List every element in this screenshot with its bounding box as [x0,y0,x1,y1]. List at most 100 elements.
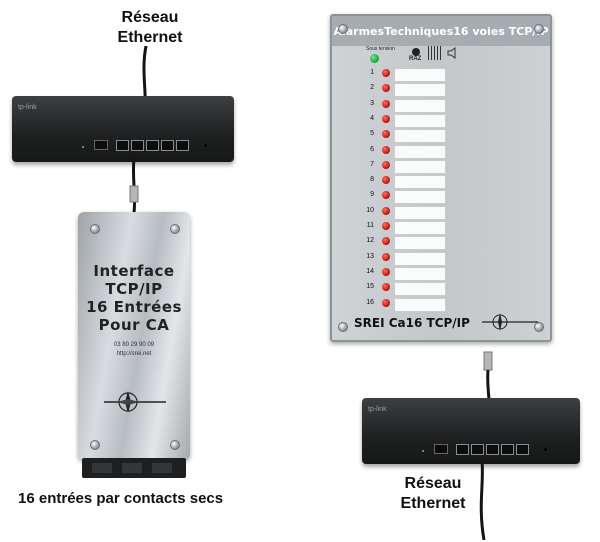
screw [90,224,100,234]
alarm-label-slot [394,175,446,189]
router-port [486,444,499,455]
alarm-led [382,253,390,261]
alarm-label-slot [394,160,446,174]
interface-title-line: TCP/IP [105,280,163,298]
bottom-network-label: Réseau Ethernet [400,475,466,512]
alarm-led [382,299,390,307]
alarm-label-slot [394,252,446,266]
alarm-led [382,207,390,215]
router-port [471,444,484,455]
alarm-label-slot [394,190,446,204]
alarm-label-slot [394,129,446,143]
screw [170,440,180,450]
screw [534,322,544,332]
screw [338,322,348,332]
screw [170,224,180,234]
alarm-channel-number: 8 [370,176,374,183]
screw [90,440,100,450]
alarm-channel-number: 2 [370,84,374,91]
alarm-label-slot [394,68,446,82]
router-port [516,444,529,455]
alarm-channel-number: 13 [366,253,374,260]
sfp-port [434,444,448,454]
alarm-channel-number: 10 [366,207,374,214]
alarm-led [382,84,390,92]
alarm-channel-number: 16 [366,299,374,306]
alarm-led [382,115,390,123]
alarm-led [382,161,390,169]
terminal-block [152,463,172,473]
alarm-label-slot [394,114,446,128]
interface-base [82,458,186,478]
alarm-panel-footer: SREI Ca16 TCP/IP [354,316,470,330]
interface-phone: 03 80 29 90 09 [113,342,155,348]
inputs-caption: 16 entrées par contacts secs [18,490,224,507]
router-port [131,140,144,151]
alarm-channel-number: 4 [370,115,374,122]
status-led [422,450,424,452]
power-label: Sous tension [366,46,395,52]
reset-label: RAZ [409,56,422,62]
alarm-led [382,146,390,154]
router-port [146,140,159,151]
status-led [82,146,84,148]
interface-title-line: Interface [93,262,175,280]
buzzer-grille-icon [428,46,442,60]
alarm-channel-number: 14 [366,268,374,275]
top-router: tp-link [12,96,234,162]
alarm-led [382,130,390,138]
alarm-led [382,283,390,291]
speaker-icon [447,47,456,59]
alarm-channel-number: 11 [366,222,374,229]
alarm-label-slot [394,206,446,220]
power-led [370,54,379,63]
compass-logo-icon [104,391,166,413]
interface-title-line: Pour CA [98,316,170,334]
alarm-panel-title: AlarmesTechniques16 voies TCP/IP [333,25,549,38]
alarm-channel-number: 9 [370,191,374,198]
sfp-port [94,140,108,150]
alarm-label-slot [394,298,446,312]
bottom-network-cable [479,460,486,540]
alarm-channel-number: 15 [366,283,374,290]
terminal-block [122,463,142,473]
alarm-channel-number: 1 [370,69,374,76]
alarm-label-slot [394,236,446,250]
alarm-led [382,237,390,245]
interface-title-line: 16 Entrées [86,298,182,316]
alarm-led [382,176,390,184]
router-port [116,140,129,151]
alarm-channel-number: 7 [370,161,374,168]
link-cable-left [129,158,139,214]
alarm-label-slot [394,282,446,296]
alarm-led [382,191,390,199]
screw [534,24,544,34]
router-port [501,444,514,455]
alarm-label-slot [394,267,446,281]
bottom-router: tp-link [362,398,580,464]
router-port [161,140,174,151]
alarm-label-slot [394,221,446,235]
router-port [176,140,189,151]
reset-pinhole [544,448,547,451]
interface-url: http://srei.net [116,351,152,357]
alarm-channel-number: 6 [370,146,374,153]
tp-link-logo: tp-link [18,104,37,111]
alarm-channel-number: 3 [370,100,374,107]
alarm-panel: AlarmesTechniques16 voies TCP/IP Sous te… [330,14,552,342]
alarm-led [382,222,390,230]
alarm-led [382,268,390,276]
alarm-label-slot [394,145,446,159]
alarm-channel-number: 5 [370,130,374,137]
reset-button[interactable] [412,48,420,56]
alarm-label-slot [394,83,446,97]
alarm-label-slot [394,99,446,113]
screw [338,24,348,34]
compass-logo-icon [482,313,538,331]
alarm-led [382,69,390,77]
reset-pinhole [204,144,207,147]
router-port [456,444,469,455]
top-network-label: Réseau Ethernet [117,9,183,46]
tcpip-interface-box: Interface TCP/IP 16 Entrées Pour CA 03 8… [78,212,190,460]
alarm-led [382,100,390,108]
